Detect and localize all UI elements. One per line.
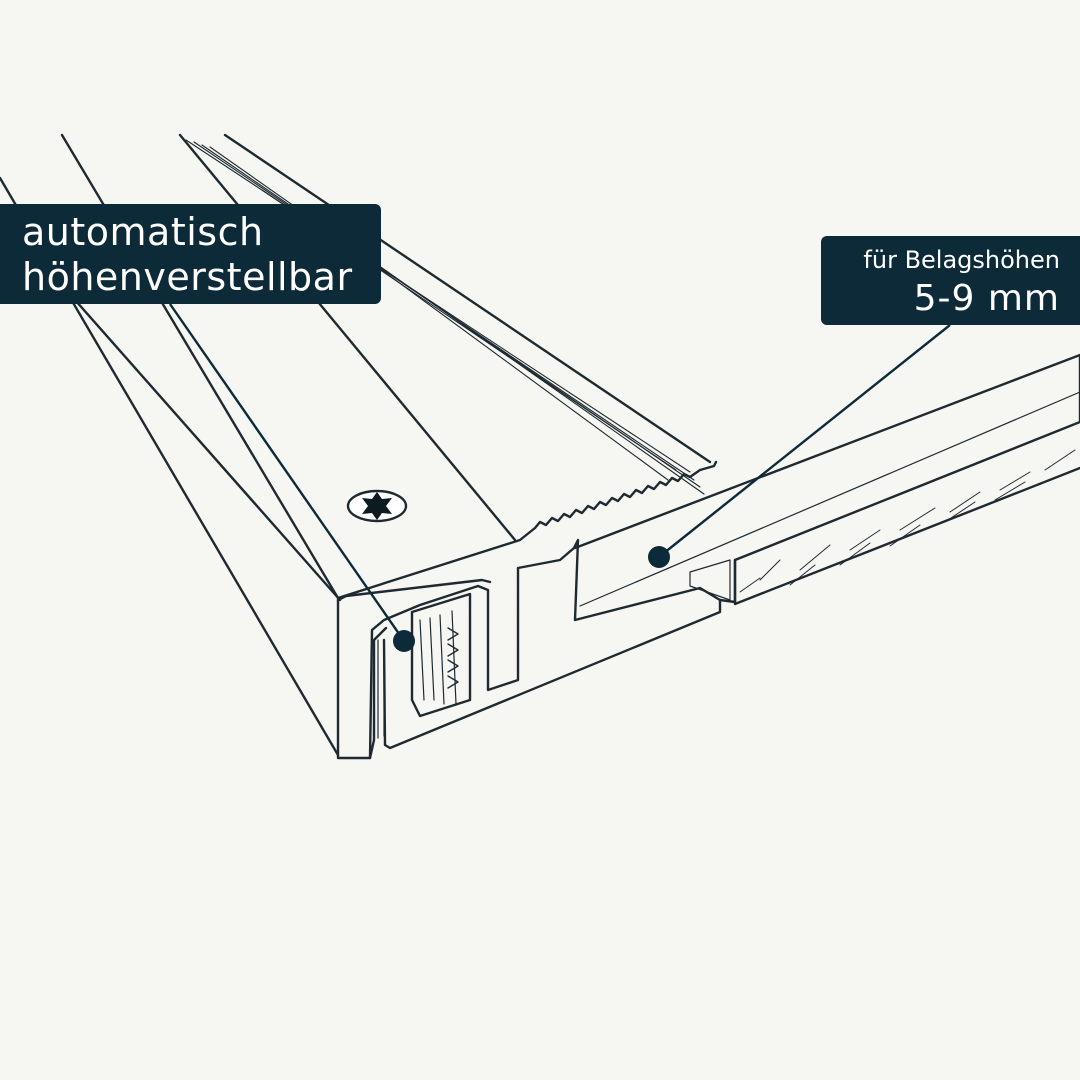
callout-right-line1: für Belagshöhen xyxy=(863,246,1060,274)
top-surface-back-line xyxy=(223,133,712,464)
left-leader-line xyxy=(169,303,405,642)
torx-screw-icon xyxy=(346,489,408,523)
callout-right-line2: 5-9 mm xyxy=(913,278,1060,319)
right-leader-line xyxy=(658,324,951,558)
floor-board xyxy=(573,353,1080,604)
right-marker-dot xyxy=(648,546,670,568)
top-surface-mid-line xyxy=(178,133,517,542)
callout-left-line2: höhenverstellbar xyxy=(22,255,353,299)
tread-front-edge xyxy=(336,460,718,600)
callout-left-line1: automatisch xyxy=(22,210,264,254)
callout-height-adjustable: automatisch höhenverstellbar xyxy=(0,204,381,304)
height-adjust-insert xyxy=(410,592,472,718)
profile-cross-section xyxy=(336,538,722,760)
left-marker-dot xyxy=(393,630,415,652)
callout-covering-heights: für Belagshöhen 5-9 mm xyxy=(821,236,1080,325)
wood-grain xyxy=(739,449,1076,593)
